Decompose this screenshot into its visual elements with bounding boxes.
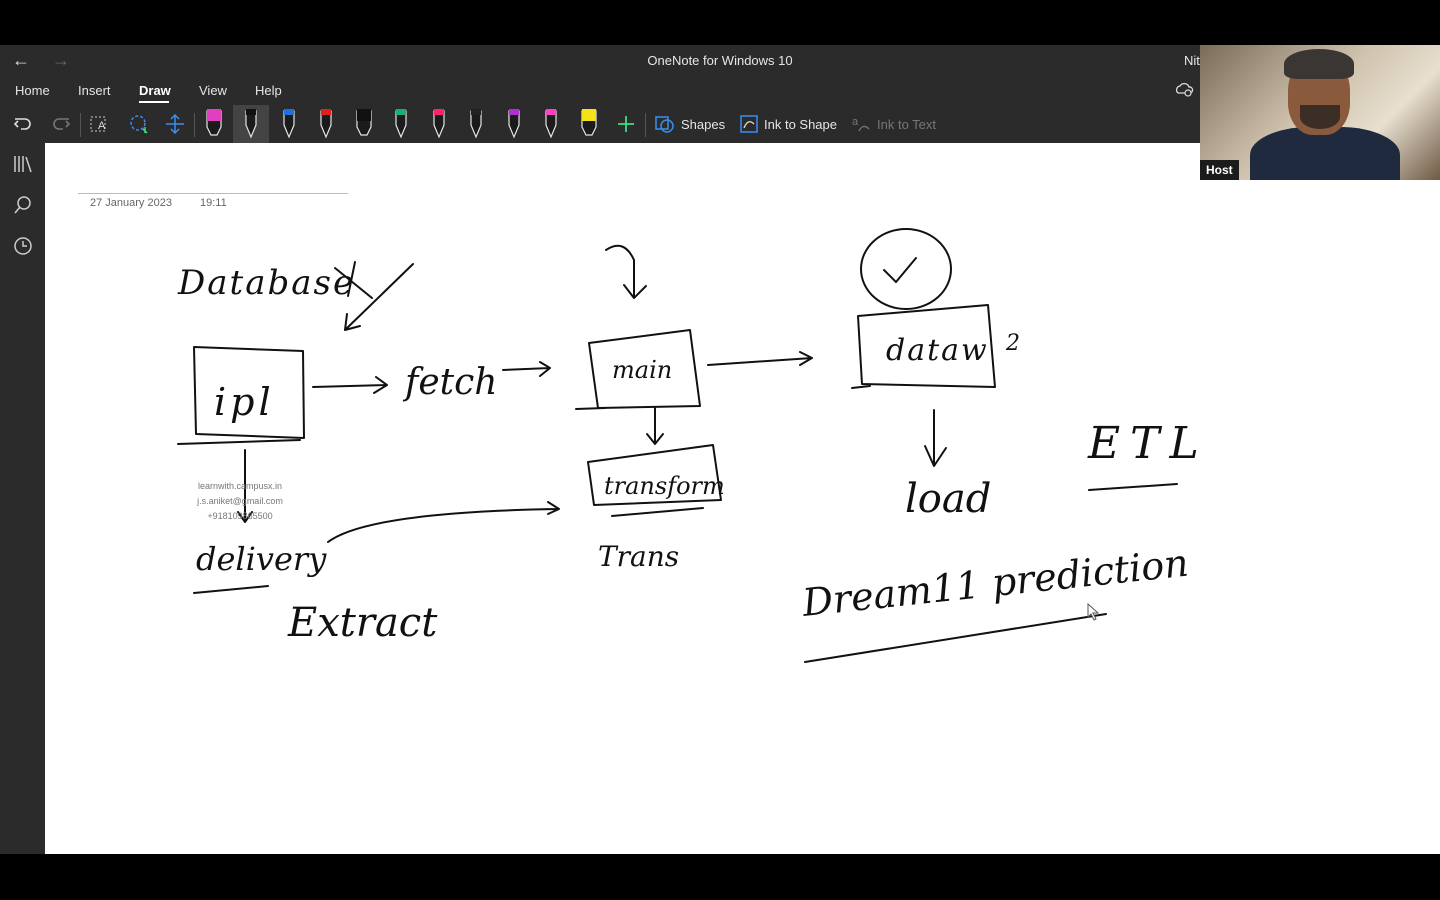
highlighter-pink-icon[interactable]	[204, 107, 224, 139]
arrow-delivery-transform	[327, 501, 560, 543]
ink-trans: Trans	[598, 540, 679, 573]
ink-dataw: dataw	[886, 333, 989, 368]
cross-stroke	[334, 267, 373, 299]
delivery-underline	[193, 585, 269, 594]
person-hair	[1284, 49, 1354, 79]
cross-stroke	[347, 261, 356, 297]
watermark-email: j.s.aniket@gmail.com	[197, 496, 283, 506]
check-circle	[860, 228, 952, 310]
ink-to-text-icon[interactable]: a	[851, 113, 873, 135]
svg-text:A: A	[98, 120, 106, 132]
pen-green-icon[interactable]	[391, 107, 411, 139]
toolbar-separator	[80, 113, 81, 137]
transform-underline	[611, 507, 704, 517]
bottom-bar	[0, 854, 1440, 900]
tab-help[interactable]: Help	[255, 83, 282, 98]
ink-dataw-sup: 2	[1005, 331, 1020, 356]
dataw-box-underline	[851, 385, 871, 389]
ipl-box	[193, 346, 305, 439]
ink-main: main	[612, 356, 672, 384]
arrow-ipl-fetch	[312, 376, 388, 394]
tab-view[interactable]: View	[199, 83, 227, 98]
host-badge: Host	[1200, 160, 1239, 180]
main-box-underline	[575, 407, 606, 410]
ink-to-text-button[interactable]: Ink to Text	[877, 117, 937, 132]
transform-box	[587, 444, 722, 506]
undo-icon[interactable]	[12, 113, 34, 135]
main-box	[588, 329, 701, 409]
sync-cloud-icon[interactable]	[1174, 81, 1194, 99]
recent-notes-icon[interactable]	[12, 235, 34, 257]
check-mark	[883, 257, 917, 283]
dataw-box	[857, 304, 996, 388]
pen-purple-icon[interactable]	[504, 107, 524, 139]
shapes-button[interactable]: Shapes	[681, 117, 726, 132]
ink-to-shape-button[interactable]: Ink to Shape	[764, 117, 837, 132]
forward-arrow-icon[interactable]: →	[52, 50, 70, 70]
ink-text-layer: Database ipl fetch main transform Trans …	[177, 263, 1209, 646]
tab-insert[interactable]: Insert	[78, 83, 111, 98]
search-icon[interactable]	[12, 194, 34, 216]
ink-dream11: Dream11 prediction	[799, 541, 1190, 625]
watermark-phone: +918109865500	[207, 511, 273, 521]
shapes-icon[interactable]	[654, 113, 676, 135]
note-date: 27 January 2023	[90, 197, 172, 209]
toolbar-separator	[194, 113, 195, 137]
person-body	[1250, 127, 1400, 180]
redo-icon[interactable]	[50, 113, 72, 135]
mouse-cursor-icon	[1087, 603, 1100, 621]
pen-red-icon[interactable]	[316, 107, 336, 139]
ink-transform: transform	[604, 472, 725, 500]
arrow-fetch-main	[502, 361, 551, 377]
pen-pink-icon[interactable]	[429, 107, 449, 139]
active-tab-indicator	[139, 101, 169, 103]
tab-home[interactable]: Home	[15, 83, 50, 98]
add-space-icon[interactable]	[164, 113, 186, 135]
ink-load: load	[905, 476, 991, 522]
pen-blue-icon[interactable]	[279, 107, 299, 139]
toolbar-separator	[645, 113, 646, 137]
lasso-select-icon[interactable]	[127, 113, 149, 135]
webcam-video: Host	[1200, 45, 1440, 180]
watermark-site: learnwith.campusx.in	[197, 481, 283, 491]
arrow-main-transform	[646, 407, 664, 445]
person-beard	[1300, 105, 1340, 129]
add-pen-icon[interactable]	[615, 113, 637, 135]
window-title: OneNote for Windows 10	[647, 53, 793, 68]
note-canvas[interactable]: 27 January 2023 19:11	[45, 143, 1440, 854]
ink-etl: ETL	[1087, 418, 1209, 469]
pen-magenta-icon[interactable]	[541, 107, 561, 139]
type-select-icon[interactable]: A	[89, 113, 111, 135]
title-underline	[78, 193, 348, 194]
ink-to-shape-icon[interactable]	[738, 113, 760, 135]
ink-fetch: fetch	[402, 362, 497, 403]
svg-text:a: a	[852, 116, 859, 128]
ink-ipl: ipl	[214, 380, 275, 424]
arrow-to-ipl	[344, 263, 414, 331]
note-time: 19:11	[200, 197, 227, 209]
user-name[interactable]: Nit	[1184, 53, 1200, 68]
ink-extract: Extract	[287, 600, 438, 646]
arrow-dataw-load	[924, 409, 947, 467]
etl-underline	[1088, 483, 1178, 491]
dream11-underline	[804, 613, 1107, 663]
arrow-ipl-delivery	[237, 449, 253, 523]
tab-draw[interactable]: Draw	[139, 83, 171, 98]
nav-sidebar	[0, 143, 45, 854]
ipl-box-underline	[177, 439, 301, 445]
highlighter-yellow-icon[interactable]	[579, 107, 599, 139]
arrow-into-main	[605, 244, 647, 299]
ink-database: Database	[177, 263, 355, 303]
highlighter-black-icon[interactable]	[354, 107, 374, 139]
pen-black-2-icon[interactable]	[466, 107, 486, 139]
ink-drawing	[177, 228, 1178, 663]
notebooks-icon[interactable]	[12, 153, 34, 175]
watermark: learnwith.campusx.in j.s.aniket@gmail.co…	[185, 479, 295, 524]
arrow-main-dataw	[707, 351, 813, 366]
ink-delivery: delivery	[196, 540, 327, 578]
back-arrow-icon[interactable]: ←	[12, 50, 30, 70]
pen-black-icon[interactable]	[241, 107, 261, 139]
